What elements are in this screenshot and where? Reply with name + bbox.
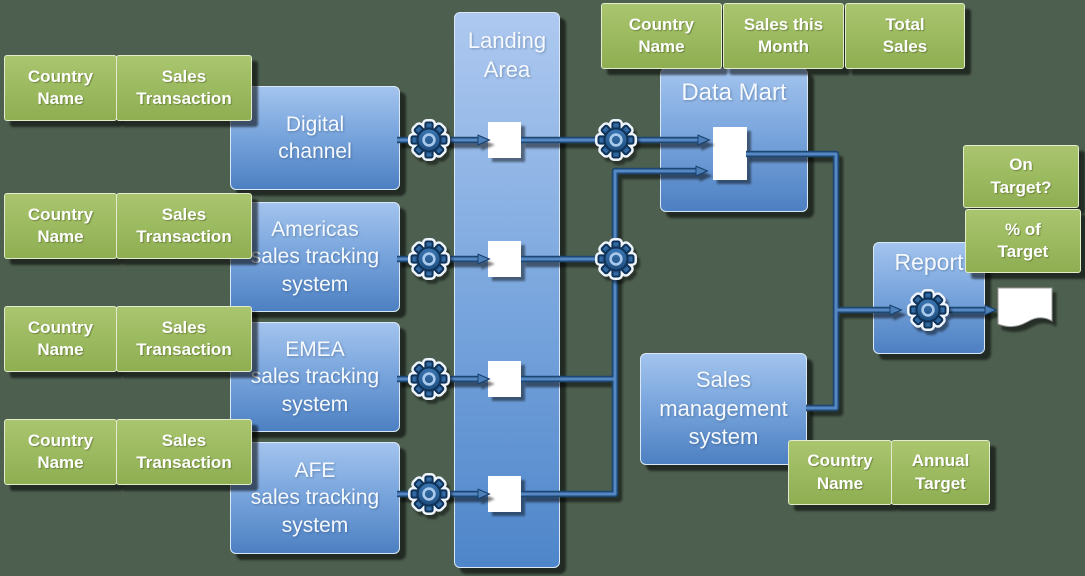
field-label: Sales Transaction — [136, 204, 232, 246]
field-label: Country Name — [27, 317, 94, 359]
etl-gear-icon — [405, 116, 453, 164]
field-label: Annual Target — [911, 451, 970, 493]
etl-gear-icon — [592, 116, 640, 164]
field-box-country-name: Country Name — [4, 419, 117, 485]
landing-slot-2 — [488, 241, 521, 277]
field-label: On Target? — [990, 155, 1052, 197]
field-label: Country Name — [27, 430, 94, 472]
field-label: Sales Transaction — [136, 430, 232, 472]
landing-slot-1 — [488, 122, 521, 158]
etl-gear-icon — [405, 235, 453, 283]
report-document-icon — [997, 287, 1053, 328]
field-box-on-target: On Target? — [963, 145, 1079, 208]
field-box-country-name: Country Name — [4, 193, 117, 259]
report-label: Report — [894, 249, 964, 275]
etl-gear-icon — [405, 355, 453, 403]
field-box-country-name: Country Name — [4, 306, 117, 372]
source-label: AFE sales tracking system — [250, 459, 380, 537]
field-box-sales-transaction: Sales Transaction — [116, 193, 252, 259]
source-box-afe: AFE sales tracking system — [230, 442, 400, 554]
field-label: Sales Transaction — [136, 317, 232, 359]
source-label: Digital channel — [278, 112, 352, 163]
field-box-country-name: Country Name — [4, 55, 117, 121]
field-label: Country Name — [27, 204, 94, 246]
field-box-sales-transaction: Sales Transaction — [116, 55, 252, 121]
sales-management-label: Sales management system — [659, 367, 788, 450]
field-label: Country Name — [27, 66, 94, 108]
field-label: Total Sales — [882, 14, 928, 56]
source-label: Americas sales tracking system — [250, 218, 380, 296]
field-label: Country Name — [807, 451, 873, 493]
field-label: Sales Transaction — [136, 66, 232, 108]
data-mart-table-slot — [713, 127, 747, 180]
landing-area-box: Landing Area — [454, 12, 560, 568]
landing-area-label: Landing Area — [467, 28, 547, 82]
field-box-sales-transaction: Sales Transaction — [116, 419, 252, 485]
field-box-sales-this-month: Sales this Month — [723, 3, 844, 69]
source-box-emea: EMEA sales tracking system — [230, 322, 400, 432]
field-label: % of Target — [997, 219, 1049, 261]
source-box-digital-channel: Digital channel — [230, 86, 400, 190]
data-mart-label: Data Mart — [681, 79, 787, 106]
field-box-pct-of-target: % of Target — [965, 209, 1081, 273]
etl-gear-icon — [592, 235, 640, 283]
field-box-country-name: Country Name — [788, 440, 892, 505]
report-gear-icon — [904, 286, 952, 334]
landing-slot-4 — [488, 476, 521, 512]
field-box-sales-transaction: Sales Transaction — [116, 306, 252, 372]
field-box-total-sales: Total Sales — [845, 3, 965, 69]
source-label: EMEA sales tracking system — [250, 338, 380, 416]
field-label: Sales this Month — [743, 14, 824, 56]
field-label: Country Name — [628, 14, 695, 56]
field-box-annual-target: Annual Target — [891, 440, 990, 505]
field-box-country-name: Country Name — [601, 3, 722, 69]
landing-slot-3 — [488, 361, 521, 397]
etl-gear-icon — [405, 470, 453, 518]
sales-management-box: Sales management system — [640, 353, 807, 465]
